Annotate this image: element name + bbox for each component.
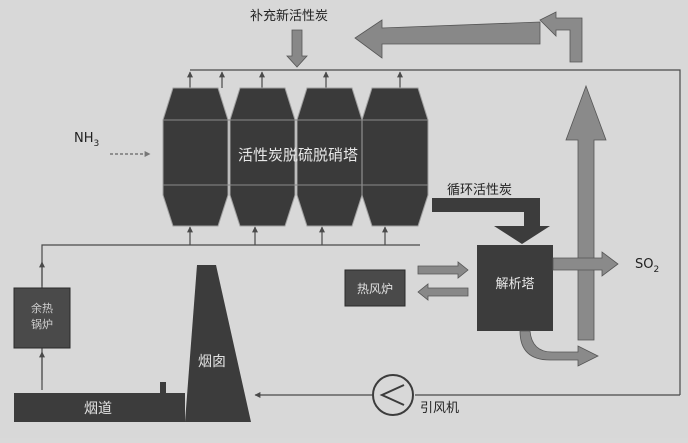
regen-tower-box: [477, 245, 553, 331]
regen-tower-label: 解析塔: [495, 277, 534, 292]
nh3-label: NH3: [74, 131, 99, 149]
top-gas-line: [190, 69, 681, 395]
tower-cell-2: [229, 87, 296, 227]
hot-air-supply-arrow: [417, 261, 469, 279]
regen-outlet-arrow: [519, 330, 599, 367]
tower-cell-4: [361, 87, 429, 227]
desulfurization-tower: [162, 87, 429, 227]
tower-cell-1: [162, 87, 229, 227]
circ-carbon-label: 循环活性炭: [447, 183, 512, 198]
hot-air-furnace-box: [344, 269, 406, 307]
tower-label: 活性炭脱硫脱硝塔: [238, 146, 358, 164]
so2-arrow: [552, 251, 619, 277]
bottom-flow-arrows: [39, 226, 388, 380]
circ-carbon-arrow: [432, 198, 550, 244]
flue-damper: [160, 382, 166, 422]
fan-icon: [379, 384, 405, 406]
so2-label: SO2: [635, 257, 659, 275]
hot-air-return-arrow: [417, 283, 469, 301]
waste-heat-boiler-line-1: 余热: [31, 301, 53, 315]
waste-heat-boiler-box: [13, 287, 71, 349]
top-flow-arrows: [187, 71, 403, 88]
flue-duct: [14, 393, 185, 422]
flue-label: 烟道: [84, 401, 112, 417]
fan-label: 引风机: [420, 401, 459, 416]
fresh-carbon-arrow: [286, 29, 308, 68]
hot-air-furnace-label: 热风炉: [357, 282, 393, 296]
chimney-shape: [185, 265, 251, 422]
carbon-return-arrow: [539, 11, 583, 63]
carbon-feed-arrow: [354, 19, 541, 59]
waste-heat-boiler-line-2: 锅炉: [31, 318, 53, 331]
chimney-label: 烟囱: [198, 354, 226, 370]
tower-cell-3: [296, 87, 363, 227]
fresh-carbon-label: 补充新活性炭: [250, 8, 328, 24]
fan-circle: [372, 374, 414, 416]
carbon-lift-arrow: [565, 84, 607, 341]
